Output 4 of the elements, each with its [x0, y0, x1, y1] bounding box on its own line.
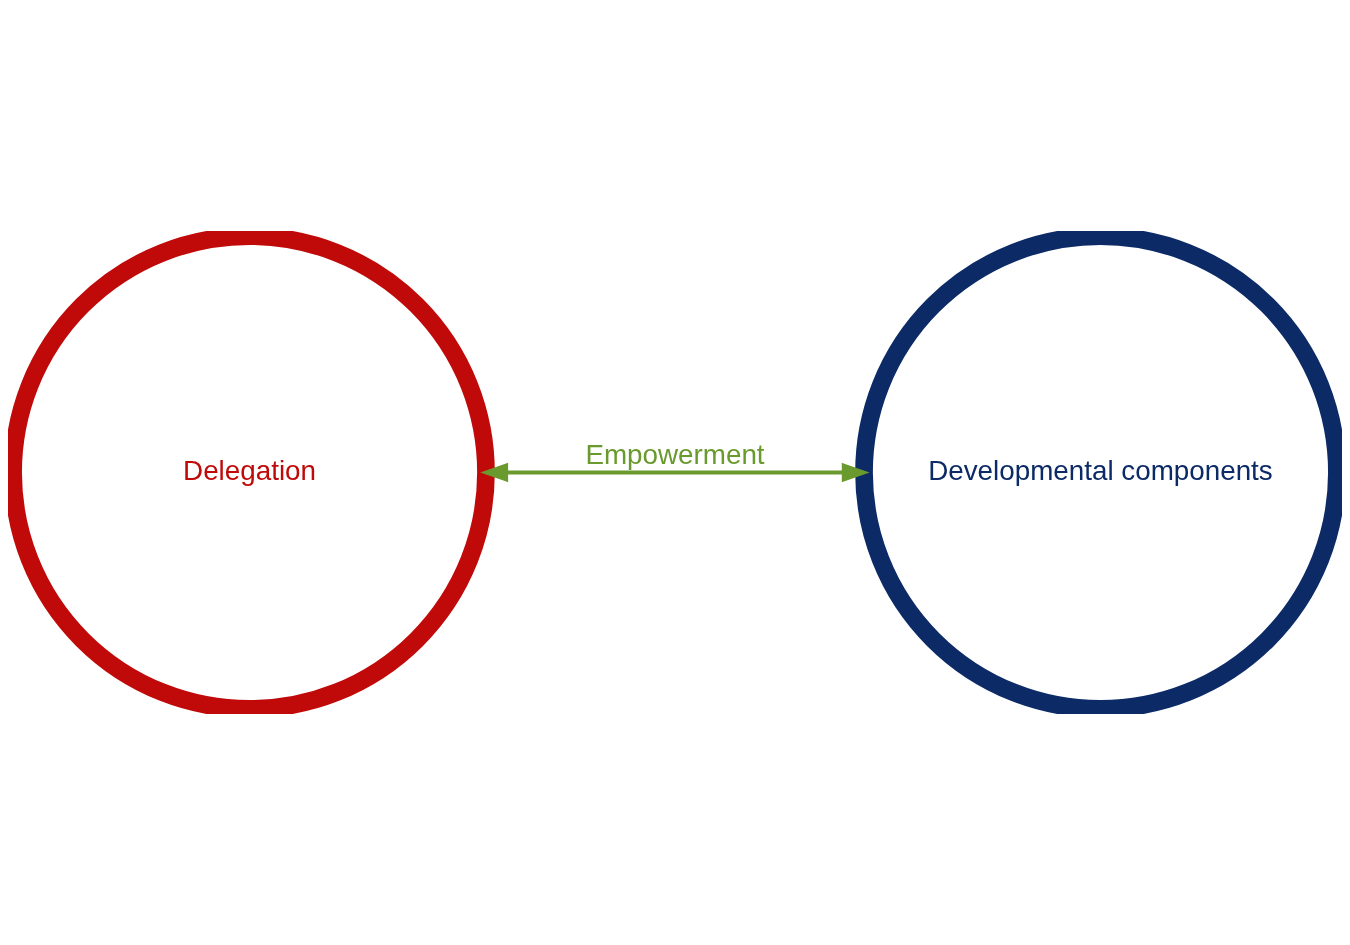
edge-label: Empowerment: [585, 439, 765, 471]
arrow: [480, 462, 870, 483]
node-circle: Delegation: [8, 231, 495, 714]
node-circle: Developmental components: [855, 231, 1342, 714]
